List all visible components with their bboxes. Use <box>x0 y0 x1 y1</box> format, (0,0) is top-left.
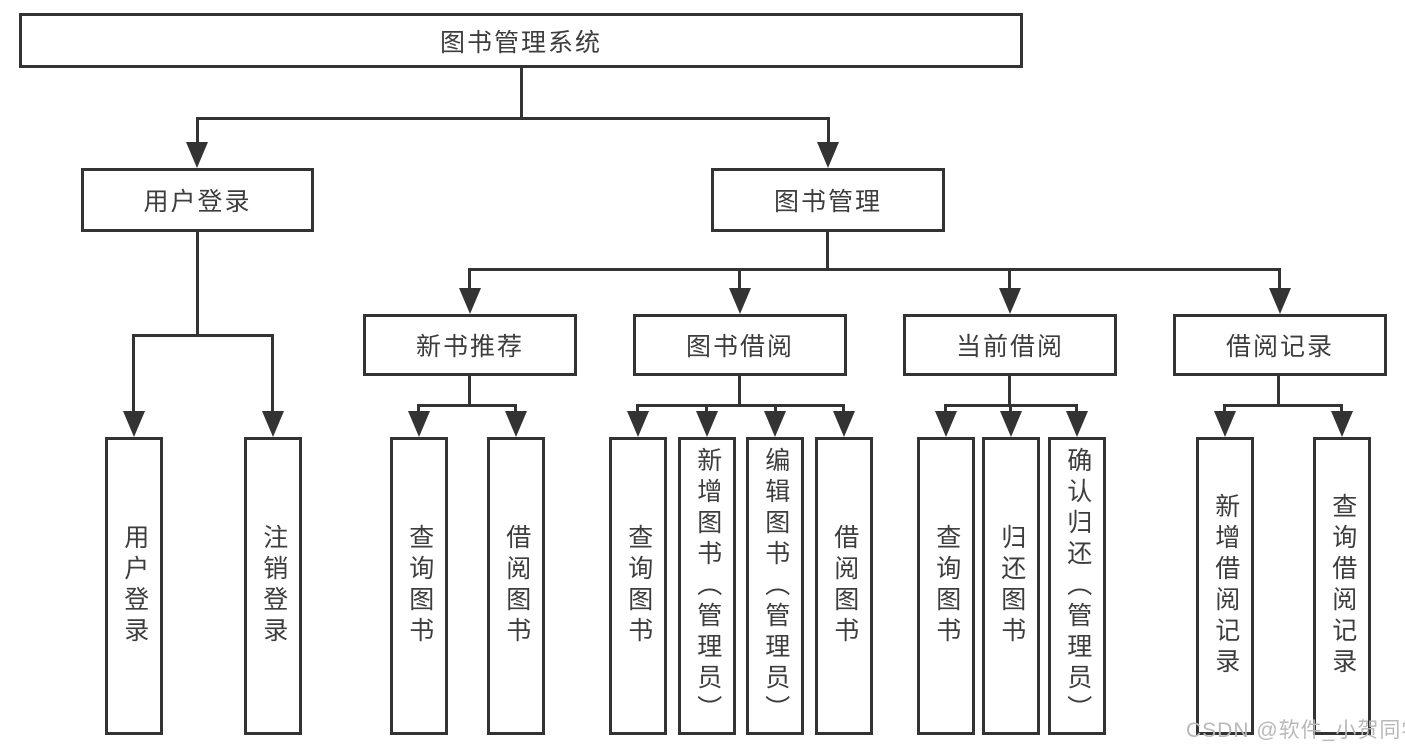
connector-line <box>417 404 517 407</box>
connector-line <box>944 404 947 414</box>
leaf-label: 查询图书 <box>624 524 653 648</box>
connector-line <box>636 404 845 407</box>
connector-line <box>417 404 420 414</box>
arrow-down-icon <box>999 288 1021 314</box>
connector-line <box>1278 268 1281 290</box>
arrow-down-icon <box>123 411 145 437</box>
connector-line <box>1009 404 1012 414</box>
leaf-return-books: 归还图书 <box>982 437 1040 735</box>
leaf-edit-book-admin: 编辑图书（管理员） <box>746 437 804 735</box>
connector-line <box>1223 404 1226 414</box>
arrow-down-icon <box>459 288 481 314</box>
leaf-add-borrow-record: 新增借阅记录 <box>1196 437 1254 735</box>
connector-line <box>468 268 1281 271</box>
leaf-label: 用户登录 <box>120 524 149 648</box>
connector-line <box>196 117 199 144</box>
leaf-user-login: 用户登录 <box>105 437 163 735</box>
leaf-label: 新增借阅记录 <box>1211 493 1240 679</box>
leaf-label: 借阅图书 <box>502 524 531 648</box>
arrow-down-icon <box>764 411 786 437</box>
csdn-watermark: CSDN @软件_小贺同学 <box>1186 719 1405 742</box>
leaf-query-books-recommend: 查询图书 <box>390 437 448 735</box>
leaf-label: 归还图书 <box>997 524 1026 648</box>
node-book-borrowing: 图书借阅 <box>633 314 847 376</box>
connector-line <box>1277 376 1280 407</box>
arrow-down-icon <box>408 411 430 437</box>
leaf-label: 注销登录 <box>259 524 288 648</box>
leaf-borrow-books-recommend: 借阅图书 <box>487 437 545 735</box>
connector-line <box>842 404 845 414</box>
connector-line <box>1340 404 1343 414</box>
connector-line <box>1008 268 1011 290</box>
node-library-management-system: 图书管理系统 <box>19 13 1023 68</box>
arrow-down-icon <box>1066 411 1088 437</box>
connector-line <box>132 334 274 337</box>
connector-line <box>774 404 777 414</box>
connector-line <box>1223 404 1342 407</box>
arrow-down-icon <box>1269 288 1291 314</box>
leaf-label: 查询图书 <box>405 524 434 648</box>
leaf-add-book-admin: 新增图书（管理员） <box>678 437 736 735</box>
leaf-confirm-return-admin: 确认归还（管理员） <box>1048 437 1106 735</box>
leaf-query-books-current: 查询图书 <box>917 437 975 735</box>
connector-line <box>468 268 471 290</box>
node-new-book-recommendation: 新书推荐 <box>363 314 577 376</box>
arrow-down-icon <box>696 411 718 437</box>
connector-line <box>705 404 708 414</box>
arrow-down-icon <box>935 411 957 437</box>
connector-line <box>196 117 829 120</box>
connector-line <box>271 334 274 413</box>
connector-line <box>1075 404 1078 414</box>
arrow-down-icon <box>1000 411 1022 437</box>
connector-line <box>636 404 639 414</box>
node-book-management: 图书管理 <box>711 168 945 232</box>
connector-line <box>827 117 830 144</box>
leaf-label: 查询借阅记录 <box>1328 493 1357 679</box>
leaf-query-books-borrowing: 查询图书 <box>609 437 667 735</box>
arrow-down-icon <box>817 142 839 168</box>
connector-line <box>1008 376 1011 407</box>
connector-line <box>520 68 523 120</box>
arrow-down-icon <box>1331 411 1353 437</box>
node-user-login: 用户登录 <box>81 168 314 232</box>
connector-line <box>196 232 199 336</box>
arrow-down-icon <box>262 411 284 437</box>
arrow-down-icon <box>833 411 855 437</box>
leaf-logout: 注销登录 <box>244 437 302 735</box>
leaf-label: 新增图书（管理员） <box>693 446 722 726</box>
arrow-down-icon <box>627 411 649 437</box>
node-borrowing-records: 借阅记录 <box>1173 314 1387 376</box>
arrow-down-icon <box>186 142 208 168</box>
arrow-down-icon <box>1214 411 1236 437</box>
connector-line <box>738 376 741 407</box>
leaf-borrow-books-borrowing: 借阅图书 <box>815 437 873 735</box>
arrow-down-icon <box>505 411 527 437</box>
connector-line <box>132 334 135 413</box>
connector-line <box>514 404 517 414</box>
connector-line <box>468 376 471 407</box>
leaf-query-borrow-record: 查询借阅记录 <box>1313 437 1371 735</box>
node-current-borrowing: 当前借阅 <box>903 314 1117 376</box>
leaf-label: 确认归还（管理员） <box>1063 446 1092 726</box>
leaf-label: 借阅图书 <box>830 524 859 648</box>
arrow-down-icon <box>729 288 751 314</box>
connector-line <box>826 232 829 270</box>
leaf-label: 编辑图书（管理员） <box>761 446 790 726</box>
connector-line <box>738 268 741 290</box>
leaf-label: 查询图书 <box>932 524 961 648</box>
